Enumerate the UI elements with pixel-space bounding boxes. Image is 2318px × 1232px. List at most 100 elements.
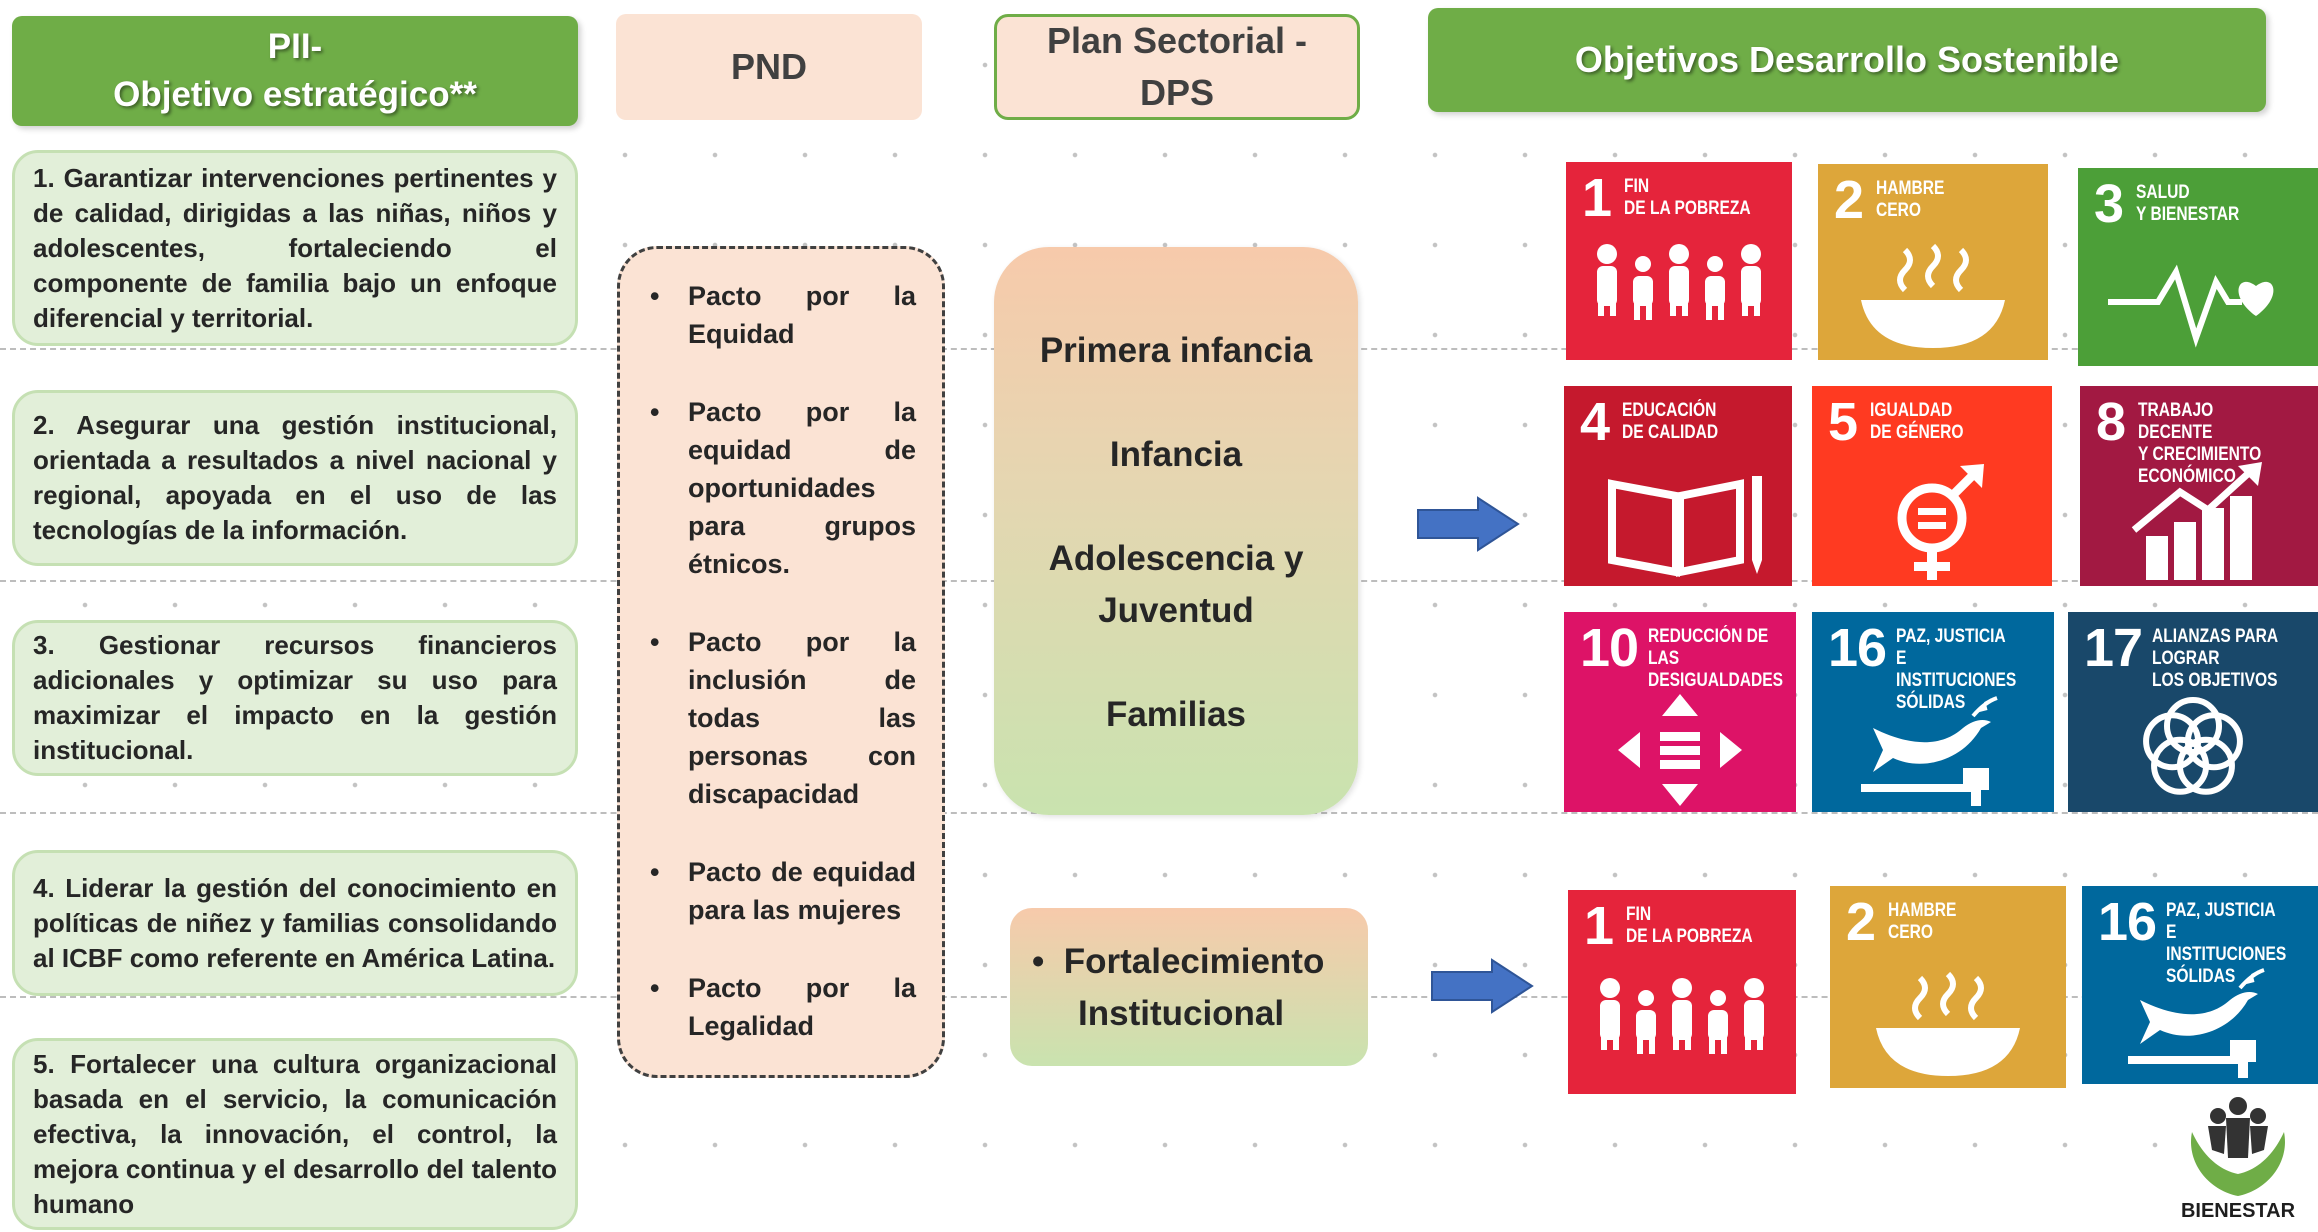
sdg-number: 17 bbox=[2084, 618, 2143, 678]
bienestar-emblem-icon bbox=[2191, 1097, 2285, 1196]
bowl-icon bbox=[1876, 971, 2020, 1076]
sdg-title: FIN DE LA POBREZA bbox=[1624, 176, 1751, 219]
plan-item-institucional: Institucional bbox=[1078, 994, 1285, 1033]
sdg-title: HAMBRE CERO bbox=[1876, 178, 1945, 221]
sdg-number: 8 bbox=[2096, 392, 2126, 452]
plan-sectorial-institucional: • Fortalecimiento Institucional bbox=[1010, 908, 1368, 1066]
dove-icon bbox=[2128, 968, 2265, 1078]
sdg-tile-1: 1 FIN DE LA POBREZA bbox=[1566, 162, 1792, 360]
bullet: • bbox=[650, 397, 660, 427]
pnd-item: • Pacto por la Legalidad bbox=[650, 969, 916, 1045]
pnd-item-text: Pacto por la Legalidad bbox=[688, 973, 916, 1041]
objective-text: 5. Fortalecer una cultura organizacional… bbox=[33, 1048, 557, 1219]
pnd-item: • Pacto de equidad para las mujeres bbox=[650, 853, 916, 929]
plan-item-fortalecimiento: Fortalecimiento bbox=[1063, 942, 1325, 981]
gender-icon bbox=[1897, 464, 1984, 580]
bullet: • bbox=[650, 627, 660, 657]
pnd-item: • Pacto por la Equidad bbox=[650, 277, 916, 353]
objective-text: 4. Liderar la gestión del conocimiento e… bbox=[33, 872, 557, 973]
objective-text: 1. Garantizar intervenciones pertinentes… bbox=[33, 162, 557, 333]
header-pii-line1: PII- bbox=[267, 27, 323, 66]
sdg-tile-5: 5 IGUALDAD DE GÉNERO bbox=[1812, 386, 2052, 586]
growth-icon bbox=[2131, 462, 2262, 580]
sdg-number: 2 bbox=[1846, 892, 1876, 952]
objective-box-2: 2. Asegurar una gestión institucional, o… bbox=[12, 390, 578, 566]
sdg-title: TRABAJO DECENTE Y CRECIMIENTO ECONÓMICO bbox=[2138, 400, 2262, 487]
sdg-bottom-tile-1: 1 FIN DE LA POBREZA bbox=[1568, 890, 1796, 1094]
header-plan-line1: Plan Sectorial - bbox=[1046, 20, 1308, 61]
book-icon bbox=[1608, 476, 1762, 577]
sdg-title: REDUCCIÓN DE LAS DESIGUALDADES bbox=[1648, 626, 1784, 691]
objective-box-5: 5. Fortalecer una cultura organizacional… bbox=[12, 1038, 578, 1230]
objective-box-3: 3. Gestionar recursos financieros adicio… bbox=[12, 620, 578, 776]
pnd-item: • Pacto por la inclusión de todas las per… bbox=[650, 623, 916, 813]
equality-icon bbox=[1618, 694, 1742, 806]
bullet: • bbox=[650, 281, 660, 311]
sdg-bottom-tile-2: 2 HAMBRE CERO bbox=[1830, 886, 2066, 1088]
logo-text: BIENESTAR bbox=[2180, 1200, 2296, 1222]
pnd-item-text: Pacto por la inclusión de todas las pers… bbox=[688, 627, 916, 809]
arrow-right-icon bbox=[1431, 958, 1534, 1014]
sdg-number: 16 bbox=[2098, 892, 2157, 952]
sdg-title: PAZ, JUSTICIA E INSTITUCIONES SÓLIDAS bbox=[1896, 626, 2017, 713]
objective-box-1: 1. Garantizar intervenciones pertinentes… bbox=[12, 150, 578, 346]
sdg-title: HAMBRE CERO bbox=[1888, 900, 1957, 943]
header-ods: Objetivos Desarrollo Sostenible bbox=[1428, 8, 2266, 112]
plan-item-juventud: Juventud bbox=[1098, 591, 1254, 630]
sdg-title: EDUCACIÓN DE CALIDAD bbox=[1622, 400, 1719, 443]
arrow-right-icon bbox=[1417, 496, 1520, 552]
bowl-icon bbox=[1861, 243, 2005, 348]
header-pii: PII- Objetivo estratégico** bbox=[12, 16, 578, 126]
sdg-title: ALIANZAS PARA LOGRAR LOS OBJETIVOS bbox=[2152, 626, 2279, 691]
people-icon bbox=[1600, 978, 1764, 1054]
sdg-number: 5 bbox=[1828, 392, 1858, 452]
sdg-number: 4 bbox=[1580, 392, 1610, 452]
pnd-item-text: Pacto por la Equidad bbox=[688, 281, 916, 349]
plan-item-familias: Familias bbox=[1105, 695, 1247, 734]
header-pnd-label: PND bbox=[730, 46, 807, 87]
sdg-number: 1 bbox=[1584, 896, 1614, 956]
plan-item-adolescencia: Adolescencia y bbox=[1048, 539, 1304, 578]
plan-item-primera-infancia: Primera infancia bbox=[1039, 331, 1313, 370]
sdg-title: FIN DE LA POBREZA bbox=[1626, 904, 1753, 947]
pnd-box: • Pacto por la Equidad • Pacto por la equi… bbox=[617, 246, 945, 1078]
sdg-number: 3 bbox=[2094, 174, 2124, 234]
rings-icon bbox=[2143, 697, 2243, 795]
dove-icon bbox=[1861, 696, 1998, 806]
header-plan-line2: DPS bbox=[1139, 72, 1215, 113]
plan-sectorial-groups: Primera infancia Infancia Adolescencia y… bbox=[994, 247, 1358, 815]
sdg-tile-4: 4 EDUCACIÓN DE CALIDAD bbox=[1564, 386, 1792, 586]
sdg-title: IGUALDAD DE GÉNERO bbox=[1870, 400, 1964, 443]
sdg-number: 2 bbox=[1834, 170, 1864, 230]
header-pii-line2: Objetivo estratégico** bbox=[113, 75, 477, 114]
sdg-tile-2: 2 HAMBRE CERO bbox=[1818, 164, 2048, 360]
sdg-title: PAZ, JUSTICIA E INSTITUCIONES SÓLIDAS bbox=[2166, 900, 2287, 987]
people-icon bbox=[1597, 244, 1761, 320]
objective-text: 3. Gestionar recursos financieros adicio… bbox=[33, 630, 557, 765]
bienestar-logo: BIENESTAR bbox=[2178, 1092, 2298, 1232]
header-ods-label: Objetivos Desarrollo Sostenible bbox=[1574, 39, 2120, 80]
sdg-tile-3: 3 SALUD Y BIENESTAR bbox=[2078, 168, 2318, 366]
objective-text: 2. Asegurar una gestión institucional, o… bbox=[33, 410, 557, 545]
pnd-item: • Pacto por la equidad de oportunidades p… bbox=[650, 393, 916, 583]
objective-box-4: 4. Liderar la gestión del conocimiento e… bbox=[12, 850, 578, 996]
bullet: • bbox=[1032, 942, 1045, 981]
pnd-item-text: Pacto por la equidad de oportunidades pa… bbox=[688, 397, 916, 579]
sdg-title: SALUD Y BIENESTAR bbox=[2136, 182, 2240, 225]
bullet: • bbox=[650, 973, 660, 1003]
heartbeat-icon bbox=[2108, 264, 2274, 348]
bullet: • bbox=[650, 857, 660, 887]
pnd-item-text: Pacto de equidad para las mujeres bbox=[688, 857, 916, 925]
header-pnd: PND bbox=[616, 14, 922, 120]
pnd-list: • Pacto por la Equidad • Pacto por la equi… bbox=[650, 277, 916, 1045]
sdg-number: 16 bbox=[1828, 618, 1887, 678]
plan-item-infancia: Infancia bbox=[1109, 435, 1243, 474]
header-plan-sectorial: Plan Sectorial - DPS bbox=[994, 14, 1360, 120]
sdg-number: 10 bbox=[1580, 618, 1639, 678]
sdg-number: 1 bbox=[1582, 168, 1612, 228]
